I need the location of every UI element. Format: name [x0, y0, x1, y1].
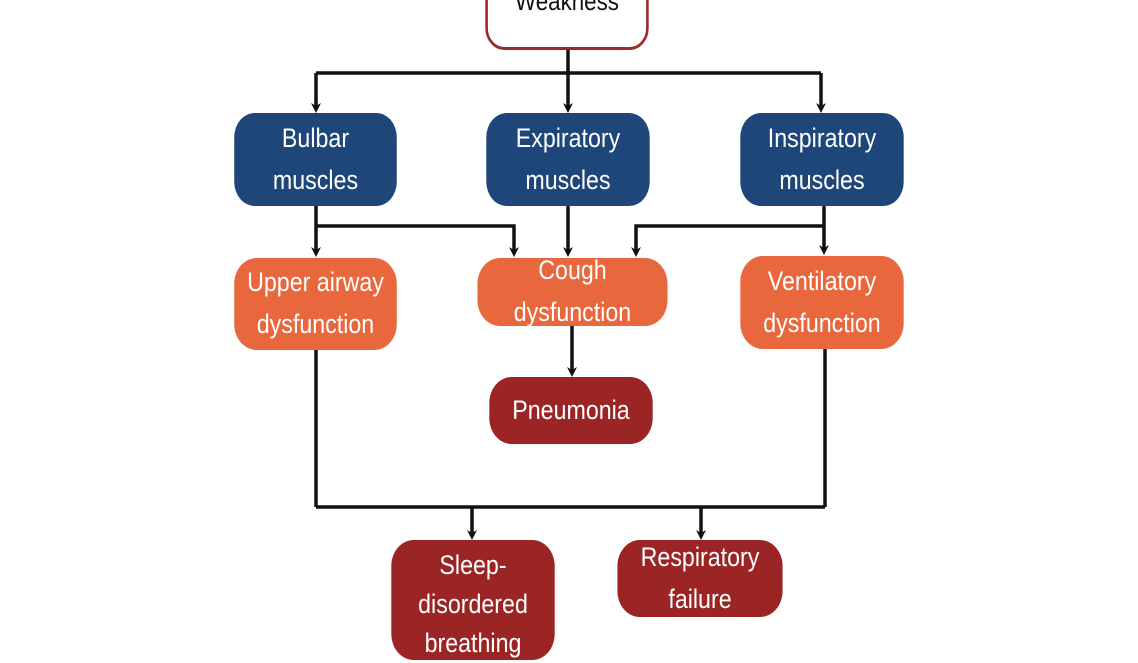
bulbar-muscles-node: Bulbar muscles	[234, 113, 397, 206]
respiratory-failure-node: Respiratory failure	[617, 540, 783, 617]
ventilatory-dysfunction-node: Ventilatory dysfunction	[740, 256, 904, 349]
inspiratory-muscles-node: Inspiratory muscles	[740, 113, 904, 206]
weakness-node: Weakness	[485, 0, 649, 50]
cough-dysfunction-node: Cough dysfunction	[477, 255, 668, 327]
upper-airway-dysfunction-node: Upper airway dysfunction	[234, 258, 397, 350]
arrow-bulbar-to-cough	[316, 224, 519, 257]
connector-layer	[311, 50, 829, 540]
sleep-disordered-breathing-node: Sleep- disordered breathing	[391, 540, 555, 660]
pneumonia-node: Pneumonia	[489, 377, 653, 444]
expiratory-muscles-node: Expiratory muscles	[486, 113, 650, 206]
arrow-inspiratory-to-cough	[631, 224, 824, 257]
